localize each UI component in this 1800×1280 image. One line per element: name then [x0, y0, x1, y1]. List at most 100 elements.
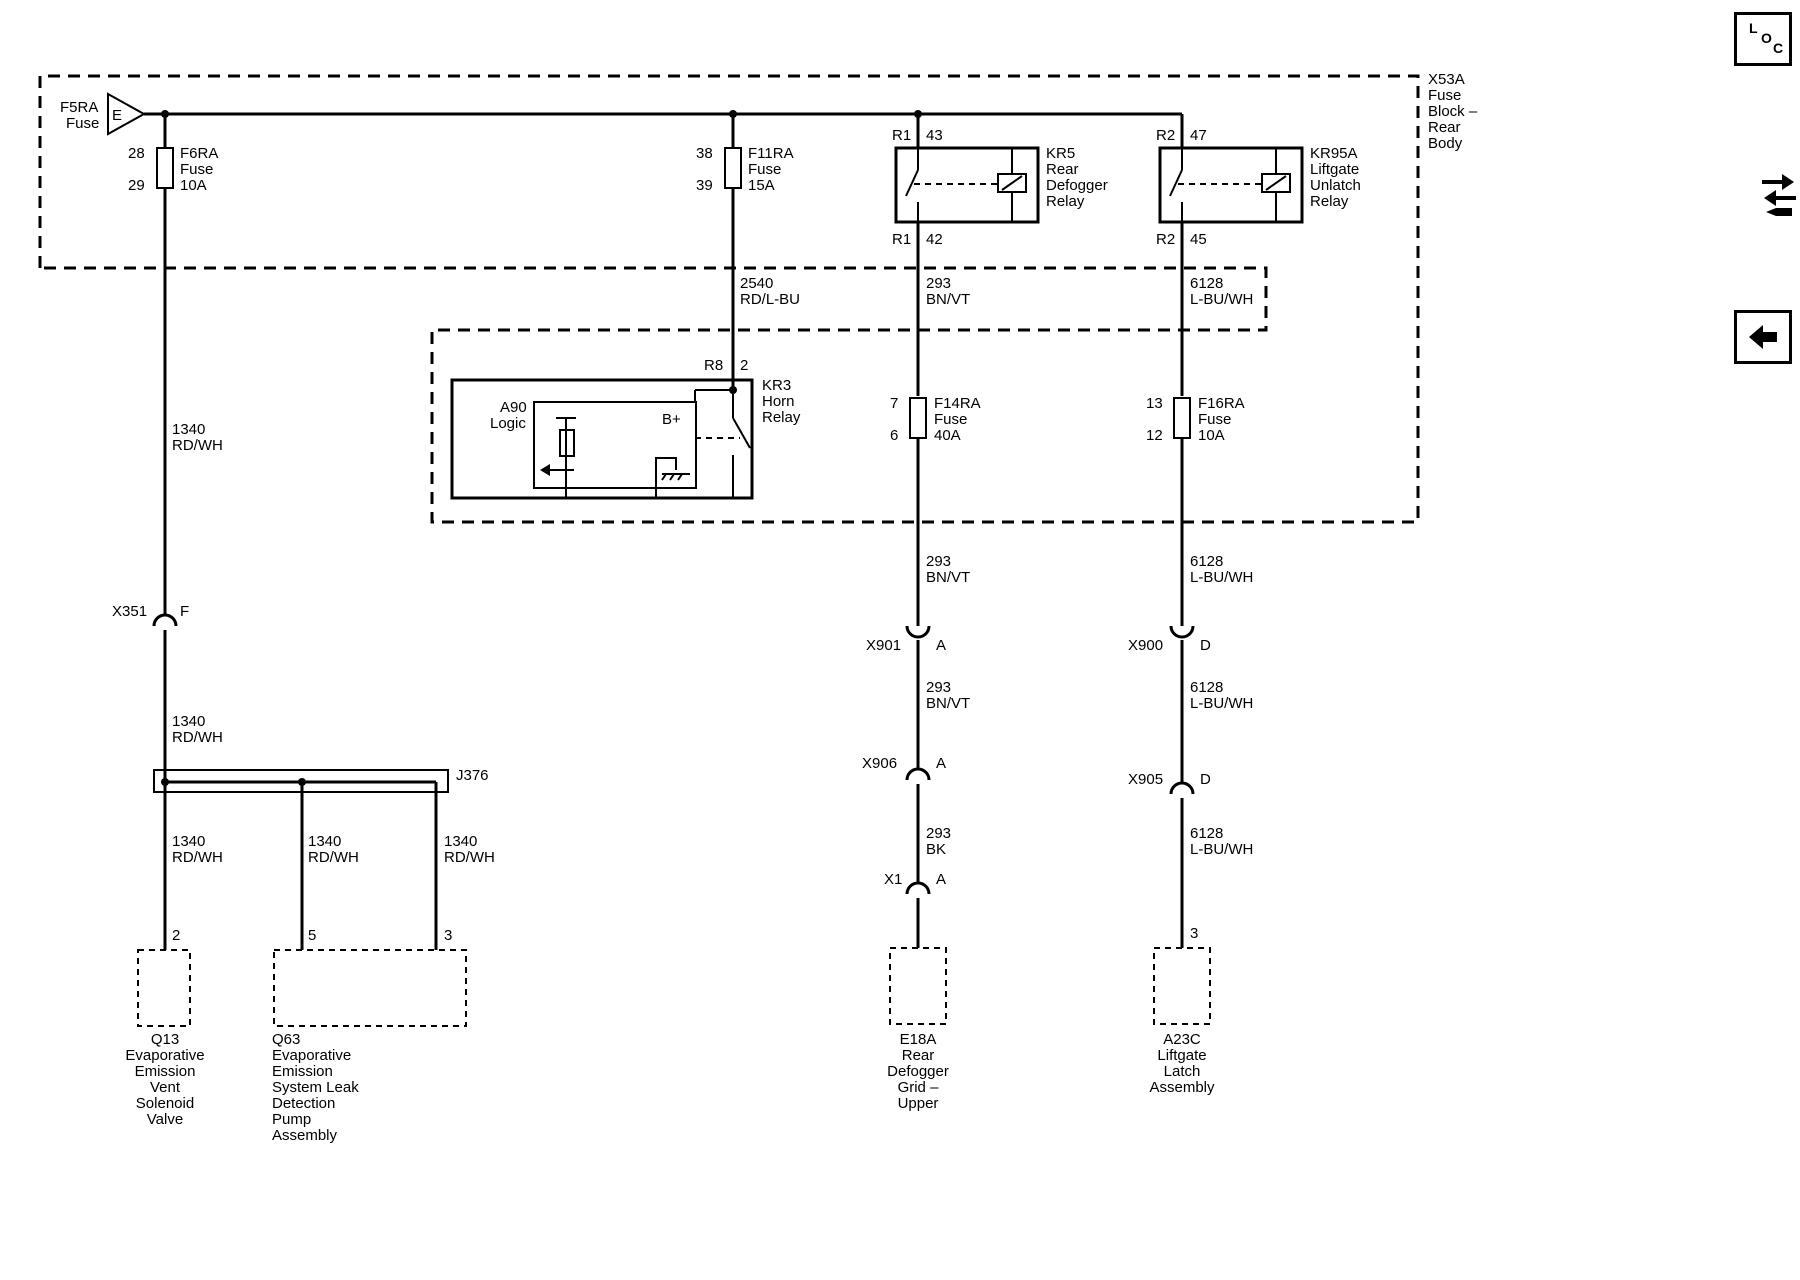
back-button[interactable]: [1734, 310, 1792, 364]
back-arrow-icon: [1749, 325, 1777, 349]
svg-text:Emission: Emission: [272, 1063, 333, 1080]
svg-text:38: 38: [696, 145, 713, 162]
svg-text:Logic: Logic: [490, 415, 526, 432]
fuse-block-outline: [38, 74, 1420, 524]
location-icon-o: O: [1761, 30, 1772, 46]
svg-text:RD/WH: RD/WH: [172, 729, 223, 746]
svg-text:Detection: Detection: [272, 1095, 335, 1112]
svg-text:Q13: Q13: [151, 1031, 179, 1048]
svg-text:Block –: Block –: [1428, 103, 1478, 120]
connector-view-button[interactable]: [1762, 168, 1798, 222]
fuse-f14ra-labels: 7 6 F14RA Fuse 40A: [890, 395, 981, 444]
svg-text:12: 12: [1146, 427, 1163, 444]
svg-text:Fuse: Fuse: [1198, 411, 1231, 428]
svg-text:Defogger: Defogger: [887, 1063, 949, 1080]
svg-text:2: 2: [740, 357, 748, 374]
wire-label-1340: 1340 RD/WH: [172, 421, 223, 454]
svg-text:RD/WH: RD/WH: [444, 849, 495, 866]
svg-text:10A: 10A: [1198, 427, 1225, 444]
splice-j376: J376: [153, 767, 489, 793]
svg-text:1340: 1340: [172, 421, 205, 438]
svg-text:6128: 6128: [1190, 825, 1223, 842]
svg-text:293: 293: [926, 679, 951, 696]
svg-text:F16RA: F16RA: [1198, 395, 1245, 412]
svg-text:R1: R1: [892, 127, 911, 144]
fuse-f16ra: [1173, 397, 1191, 439]
wire-label-293-a: 293 BN/VT: [926, 275, 970, 308]
svg-text:Fuse: Fuse: [1428, 87, 1461, 104]
svg-text:X351: X351: [112, 603, 147, 620]
svg-text:Fuse: Fuse: [66, 115, 99, 132]
svg-text:Rear: Rear: [1046, 161, 1079, 178]
svg-text:Fuse: Fuse: [748, 161, 781, 178]
svg-text:42: 42: [926, 231, 943, 248]
svg-text:2540: 2540: [740, 275, 773, 292]
svg-text:F5RA: F5RA: [60, 99, 98, 116]
svg-text:A: A: [936, 637, 946, 654]
svg-text:Upper: Upper: [898, 1095, 939, 1112]
svg-text:6128: 6128: [1190, 553, 1223, 570]
svg-text:39: 39: [696, 177, 713, 194]
svg-text:7: 7: [890, 395, 898, 412]
svg-text:X900: X900: [1128, 637, 1163, 654]
svg-text:Assembly: Assembly: [272, 1127, 338, 1144]
svg-text:Evaporative: Evaporative: [272, 1047, 351, 1064]
relay-kr5: R1 43 R1 42 KR5 Rear Defogger Relay: [892, 127, 1108, 248]
component-e18a: E18A Rear Defogger Grid – Upper: [887, 947, 949, 1112]
wire-label-6128-a: 6128 L-BU/WH: [1190, 275, 1253, 308]
svg-text:13: 13: [1146, 395, 1163, 412]
svg-text:E: E: [112, 107, 122, 124]
svg-text:RD/WH: RD/WH: [172, 437, 223, 454]
svg-text:3: 3: [444, 927, 452, 944]
svg-text:Emission: Emission: [135, 1063, 196, 1080]
fuse-f11ra-labels: 38 39 F11RA Fuse 15A: [696, 145, 794, 194]
svg-text:X905: X905: [1128, 771, 1163, 788]
svg-text:R2: R2: [1156, 127, 1175, 144]
connector-x901: X901 A: [866, 614, 946, 654]
svg-text:Valve: Valve: [147, 1111, 183, 1128]
svg-text:45: 45: [1190, 231, 1207, 248]
svg-text:D: D: [1200, 771, 1211, 788]
component-a23c: 3 A23C Liftgate Latch Assembly: [1149, 925, 1215, 1096]
fuse-f14ra: [909, 397, 927, 439]
svg-text:Relay: Relay: [1310, 193, 1349, 210]
fuse-f6ra-labels: 28 29 F6RA Fuse 10A: [128, 145, 218, 194]
svg-text:1340: 1340: [172, 713, 205, 730]
svg-text:R8: R8: [704, 357, 723, 374]
svg-text:Q63: Q63: [272, 1031, 300, 1048]
svg-text:D: D: [1200, 637, 1211, 654]
svg-text:KR95A: KR95A: [1310, 145, 1358, 162]
svg-text:B+: B+: [662, 411, 681, 428]
wire-label-6128-b: 6128 L-BU/WH: [1190, 553, 1253, 586]
location-button[interactable]: L O C: [1734, 12, 1792, 66]
svg-text:A23C: A23C: [1163, 1031, 1201, 1048]
wire-label-293-b: 293 BN/VT: [926, 553, 970, 586]
svg-text:Solenoid: Solenoid: [136, 1095, 194, 1112]
wire-label-293-bk: 293 BK: [926, 825, 951, 858]
svg-text:X1: X1: [884, 871, 902, 888]
svg-text:BK: BK: [926, 841, 946, 858]
svg-text:BN/VT: BN/VT: [926, 695, 970, 712]
svg-text:BN/VT: BN/VT: [926, 569, 970, 586]
svg-text:L-BU/WH: L-BU/WH: [1190, 569, 1253, 586]
svg-text:Defogger: Defogger: [1046, 177, 1108, 194]
svg-text:J376: J376: [456, 767, 489, 784]
svg-text:28: 28: [128, 145, 145, 162]
svg-text:15A: 15A: [748, 177, 775, 194]
component-q13: 2 Q13 Evaporative Emission Vent Solenoid…: [125, 927, 204, 1128]
svg-text:Relay: Relay: [762, 409, 801, 426]
connector-x906: X906 A: [862, 755, 946, 781]
svg-text:Grid –: Grid –: [898, 1079, 940, 1096]
svg-text:Fuse: Fuse: [180, 161, 213, 178]
wire-label-6128-c: 6128 L-BU/WH: [1190, 679, 1253, 712]
svg-text:5: 5: [308, 927, 316, 944]
svg-text:X901: X901: [866, 637, 901, 654]
location-icon-c: C: [1773, 40, 1784, 56]
svg-text:A: A: [936, 871, 946, 888]
svg-text:L-BU/WH: L-BU/WH: [1190, 291, 1253, 308]
svg-text:RD/L-BU: RD/L-BU: [740, 291, 800, 308]
svg-text:F: F: [180, 603, 189, 620]
svg-text:Latch: Latch: [1164, 1063, 1201, 1080]
svg-text:Assembly: Assembly: [1149, 1079, 1215, 1096]
